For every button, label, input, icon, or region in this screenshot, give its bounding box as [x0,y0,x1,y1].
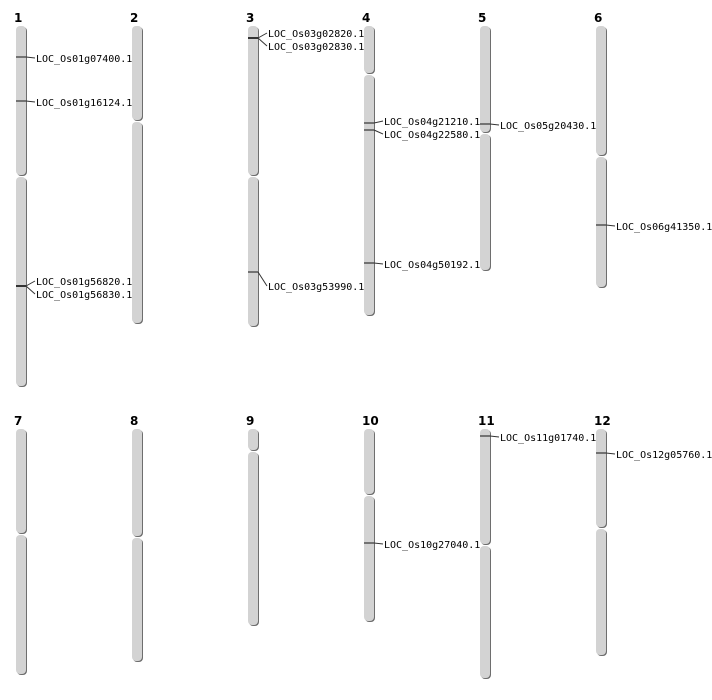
long-arm [364,75,374,315]
long-arm [596,529,606,655]
short-arm [16,429,26,533]
gene-leader-line [605,452,616,455]
gene-label: LOC_Os04g21210.1 [384,117,480,128]
gene-leader-line [257,37,268,47]
chromosome-7: 7 [14,414,27,675]
gene-leader-line [25,285,36,295]
long-arm [16,177,26,386]
long-arm [480,546,490,678]
chromosome-1: 1LOC_Os01g07400.1LOC_Os01g16124.1LOC_Os0… [14,11,132,387]
short-arm [596,26,606,155]
chromosome-9: 9 [246,414,259,626]
gene-leader-line [489,123,500,126]
gene-leader-line [605,224,616,227]
gene-label: LOC_Os06g41350.1 [616,222,712,233]
long-arm [16,535,26,674]
gene-label: LOC_Os01g07400.1 [36,54,132,65]
gene-leader-line [373,542,384,545]
chromosome-3: 3LOC_Os03g02820.1LOC_Os03g02830.1LOC_Os0… [246,11,364,327]
gene-label: LOC_Os01g56820.1 [36,277,132,288]
long-arm [596,157,606,287]
short-arm [132,26,142,120]
short-arm [248,26,258,175]
long-arm [132,538,142,661]
long-arm [364,496,374,621]
gene-label: LOC_Os12g05760.1 [616,450,712,461]
chromosome-number: 9 [246,414,254,428]
gene-label: LOC_Os05g20430.1 [500,121,596,132]
gene-label: LOC_Os10g27040.1 [384,540,480,551]
short-arm [364,429,374,494]
gene-label: LOC_Os01g56830.1 [36,290,132,301]
gene-leader-line [257,32,268,39]
gene-label: LOC_Os04g22580.1 [384,130,480,141]
long-arm [248,452,258,625]
long-arm [248,177,258,326]
gene-label: LOC_Os03g02830.1 [268,42,364,53]
long-arm [480,134,490,270]
gene-label: LOC_Os11g01740.1 [500,433,596,444]
chromosome-number: 7 [14,414,22,428]
chromosome-number: 6 [594,11,602,25]
short-arm [596,429,606,527]
gene-label: LOC_Os04g50192.1 [384,260,480,271]
short-arm [480,429,490,544]
chromosome-number: 12 [594,414,611,428]
gene-leader-line [257,271,268,287]
chromosome-4: 4LOC_Os04g21210.1LOC_Os04g22580.1LOC_Os0… [362,11,480,316]
short-arm [248,429,258,450]
short-arm [364,26,374,73]
chromosome-2: 2 [130,11,143,324]
gene-leader-line [25,100,36,103]
chromosome-number: 8 [130,414,138,428]
gene-leader-line [25,56,36,59]
chromosome-number: 11 [478,414,495,428]
gene-label: LOC_Os03g02820.1 [268,29,364,40]
chromosome-number: 4 [362,11,370,25]
chromosome-number: 5 [478,11,486,25]
chromosome-number: 10 [362,414,379,428]
gene-label: LOC_Os01g16124.1 [36,98,132,109]
chromosome-number: 3 [246,11,254,25]
gene-label: LOC_Os03g53990.1 [268,282,364,293]
gene-leader-line [373,120,384,124]
chromosome-number: 1 [14,11,22,25]
long-arm [132,122,142,323]
short-arm [132,429,142,536]
chromosome-number: 2 [130,11,138,25]
gene-leader-line [489,435,500,438]
short-arm [480,26,490,132]
gene-leader-line [25,280,36,287]
chromosome-8: 8 [130,414,143,662]
gene-leader-line [373,129,384,135]
gene-leader-line [373,262,384,265]
